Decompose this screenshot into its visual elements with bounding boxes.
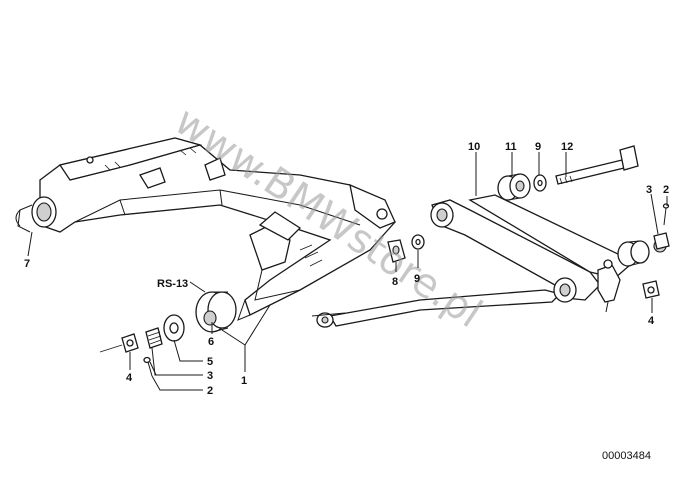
- callout-11: 11: [505, 141, 517, 153]
- front-axle-carrier: [15, 137, 396, 321]
- callout-2: 2: [207, 385, 213, 397]
- control-arm-bushing-left: [195, 291, 237, 333]
- callout-7: 7: [24, 258, 30, 270]
- callout-3: 3: [207, 370, 213, 382]
- callout-2-right: 2: [663, 184, 669, 196]
- callout-6: 6: [208, 336, 214, 348]
- callout-9-right: 9: [535, 141, 541, 153]
- callout-3-right: 3: [646, 184, 652, 196]
- callout-4: 4: [126, 372, 133, 384]
- callout-9-center: 9: [414, 273, 420, 285]
- callout-8: 8: [392, 276, 398, 288]
- rubber-mount-11: [497, 173, 531, 201]
- castle-nut-3-right: [653, 232, 670, 250]
- bolt-12: [555, 145, 639, 185]
- callout-rs-13: RS-13: [157, 278, 188, 290]
- leader-lines: [27, 152, 668, 391]
- nut-4-right: [642, 280, 660, 299]
- washer-9-right: [533, 174, 547, 192]
- diagram-reference-number: 00003484: [602, 450, 651, 462]
- cotter-pin-2: [143, 356, 157, 377]
- castle-nut-3: [145, 327, 163, 349]
- callout-12: 12: [561, 141, 573, 153]
- callout-5: 5: [207, 356, 213, 368]
- washer-5: [163, 314, 185, 342]
- nut-4-left: [99, 333, 139, 353]
- cotter-pin-2-right: [662, 203, 670, 226]
- washer-9-center: [411, 234, 425, 250]
- bushing-8: [387, 239, 406, 263]
- control-arm-right: [430, 194, 667, 313]
- callout-labels: 1 2 3 4 5 6 7 8 9 9 10 11 12 3 2 4 4 RS-…: [24, 141, 669, 397]
- callout-1: 1: [241, 375, 247, 387]
- callout-10: 10: [468, 141, 480, 153]
- callout-4-right: 4: [648, 315, 655, 327]
